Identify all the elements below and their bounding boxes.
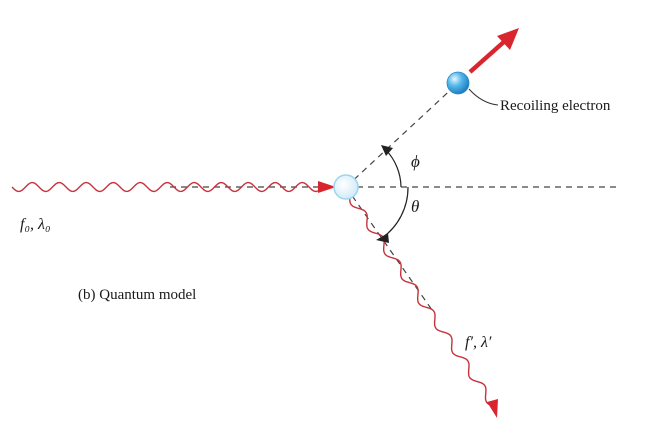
incident-photon-label: f₀, λ₀ xyxy=(20,216,51,233)
electron-velocity-arrowhead xyxy=(497,28,519,50)
incident-photon-arrowhead xyxy=(318,181,336,193)
recoiling-electron-label: Recoiling electron xyxy=(500,98,611,114)
recoil-label-leader xyxy=(468,88,499,106)
phi-label: ϕ xyxy=(411,152,420,171)
electron-direction-dashed xyxy=(345,82,459,188)
theta-label: θ xyxy=(411,197,419,216)
electron-icon xyxy=(446,71,470,95)
scattered-photon-arrowhead xyxy=(487,399,498,418)
theta-arc-arrowhead xyxy=(376,233,389,243)
electron-velocity-arrow xyxy=(468,38,508,74)
phi-arc-arrowhead xyxy=(381,145,393,156)
incident-photon-wave xyxy=(11,181,323,193)
scattered-photon-label: f′, λ′ xyxy=(465,334,492,351)
electron-initial-position xyxy=(333,174,359,200)
scattered-photon-wave xyxy=(349,195,494,407)
figure-caption: (b) Quantum model xyxy=(78,287,196,303)
phi-angle-arc xyxy=(385,149,402,188)
theta-angle-arc xyxy=(381,186,409,239)
